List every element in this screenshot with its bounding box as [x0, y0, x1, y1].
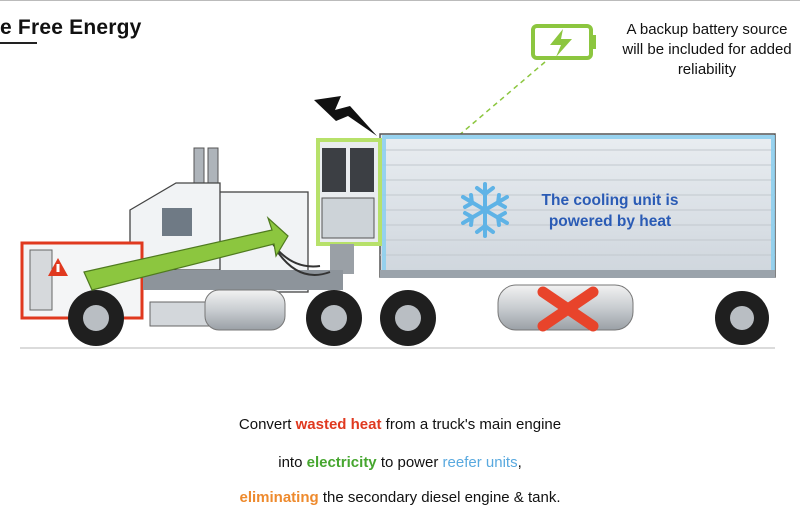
battery-note: A backup battery source will be included…: [602, 20, 800, 80]
energy-arrow: [83, 216, 289, 291]
cooling-unit-label: The cooling unit is powered by heat: [520, 190, 700, 232]
battery-note-line-1: A backup battery source: [626, 21, 788, 38]
page-title: e Free Energy: [0, 16, 142, 39]
x-mark-icon: [537, 286, 599, 332]
caption-2-post: ,: [517, 454, 522, 471]
cooling-label-line-2: powered by heat: [548, 213, 672, 230]
reefer-unit: [316, 138, 382, 274]
reefer-trailer: [379, 133, 776, 278]
title-underline: [0, 42, 37, 44]
lightning-bolt-icon: [314, 96, 377, 136]
caption-line-1: Convert wasted heat from a truck's main …: [0, 416, 800, 433]
thermometer-warning-icon: [48, 258, 68, 276]
trailer-wheels: [715, 291, 769, 345]
electricity-highlight: electricity: [306, 454, 377, 471]
cooling-label-line-1: The cooling unit is: [541, 192, 679, 209]
caption-1-post: from a truck's main engine: [381, 416, 562, 433]
tractor-wheels: [68, 290, 436, 346]
caption-line-3: eliminating the secondary diesel engine …: [0, 489, 800, 506]
caption-line-2: into electricity to power reefer units,: [0, 454, 800, 471]
tractor: [20, 147, 343, 331]
battery-note-line-2: will be included for added: [622, 41, 792, 58]
snowflake-icon: [461, 182, 509, 238]
caption-1-pre: Convert: [238, 416, 296, 433]
wasted-heat-highlight: wasted heat: [295, 416, 382, 433]
battery-note-line-3: reliability: [677, 61, 737, 78]
caption-2-pre: into: [278, 454, 307, 471]
caption-2-mid: to power: [376, 454, 443, 471]
caption-3-post: the secondary diesel engine & tank.: [318, 489, 561, 506]
battery-charging-icon: [531, 24, 596, 60]
eliminating-highlight: eliminating: [239, 489, 319, 506]
top-border: [0, 0, 800, 1]
reefer-units-highlight: reefer units: [442, 454, 518, 471]
